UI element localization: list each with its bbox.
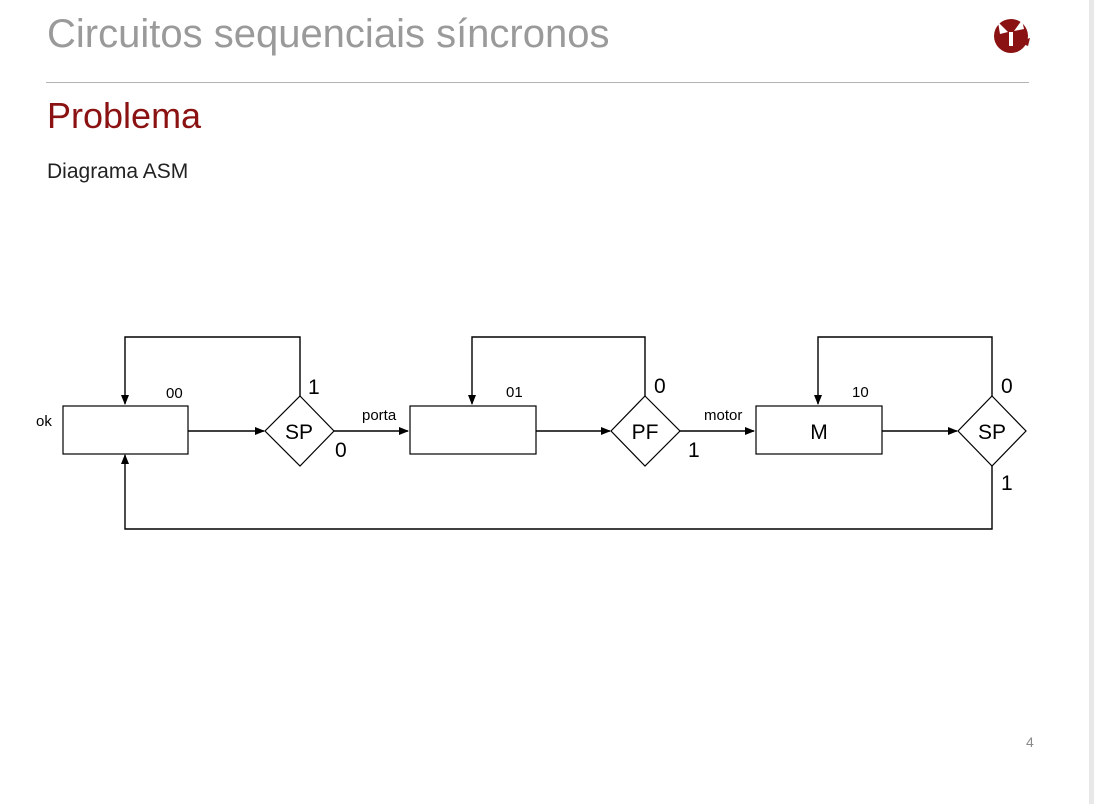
state-code-01: 01 bbox=[506, 384, 523, 401]
decision-condition-3: SP bbox=[978, 421, 1006, 444]
decision-diamond-3 bbox=[957, 395, 1027, 467]
decision-3-loop-value: 0 bbox=[1001, 375, 1013, 398]
state-box-10 bbox=[755, 405, 883, 455]
decision-1-exit-value: 0 bbox=[335, 439, 347, 462]
slide-subtitle: Diagrama ASM bbox=[47, 160, 189, 183]
return-line bbox=[121, 454, 993, 530]
decision-condition-2: PF bbox=[632, 421, 659, 444]
scrollbar-track[interactable] bbox=[1089, 0, 1094, 804]
decision-1-exit-output: porta bbox=[362, 407, 397, 424]
state-code-10: 10 bbox=[852, 384, 869, 401]
title-divider bbox=[46, 82, 1029, 83]
slide-title: Circuitos sequenciais síncronos bbox=[47, 12, 610, 56]
decision-condition-1: SP bbox=[285, 421, 313, 444]
decision-diamond-1 bbox=[264, 395, 335, 467]
decision-3-exit-value: 1 bbox=[1001, 472, 1013, 495]
section-title: Problema bbox=[47, 95, 202, 136]
decision-2-exit-output: motor bbox=[704, 407, 742, 424]
decision-2-exit-value: 1 bbox=[688, 439, 700, 462]
decision-1-loop-value: 1 bbox=[308, 376, 320, 399]
institution-logo-icon bbox=[994, 19, 1030, 53]
page-number: 4 bbox=[1026, 734, 1034, 750]
decision-2-loop-value: 0 bbox=[654, 375, 666, 398]
state-output-10: M bbox=[810, 421, 828, 444]
loop-line-3 bbox=[814, 336, 993, 405]
state-box-00 bbox=[62, 405, 189, 455]
loop-line-2 bbox=[468, 336, 646, 405]
loop-line-1 bbox=[121, 336, 301, 405]
input-label: ok bbox=[36, 413, 52, 430]
state-box-01 bbox=[409, 405, 537, 455]
decision-diamond-2 bbox=[610, 395, 681, 467]
state-code-00: 00 bbox=[166, 385, 183, 402]
